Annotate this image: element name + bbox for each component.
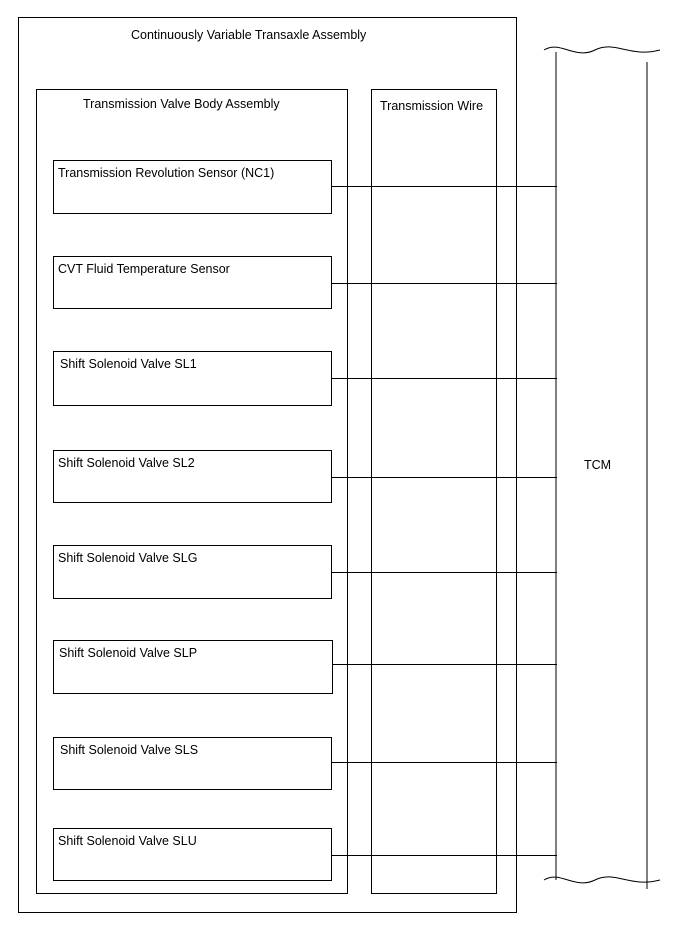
tcm-label: TCM <box>584 458 612 472</box>
component-label: Shift Solenoid Valve SLU <box>58 834 197 848</box>
component-label: CVT Fluid Temperature Sensor <box>58 262 230 276</box>
connection-line <box>332 572 557 573</box>
connection-line <box>332 762 557 763</box>
component-solenoid-slg: Shift Solenoid Valve SLG <box>53 545 332 599</box>
component-label: Shift Solenoid Valve SLG <box>58 551 198 565</box>
component-solenoid-slu: Shift Solenoid Valve SLU <box>53 828 332 881</box>
component-label: Shift Solenoid Valve SL2 <box>58 456 195 470</box>
component-solenoid-sl1: Shift Solenoid Valve SL1 <box>53 351 332 406</box>
component-label: Shift Solenoid Valve SL1 <box>60 357 197 371</box>
component-nc1-sensor: Transmission Revolution Sensor (NC1) <box>53 160 332 214</box>
component-solenoid-sl2: Shift Solenoid Valve SL2 <box>53 450 332 503</box>
component-solenoid-sls: Shift Solenoid Valve SLS <box>53 737 332 790</box>
component-label: Transmission Revolution Sensor (NC1) <box>58 166 275 180</box>
component-fluid-temp-sensor: CVT Fluid Temperature Sensor <box>53 256 332 309</box>
connection-line <box>332 283 557 284</box>
component-label: Shift Solenoid Valve SLP <box>59 646 198 660</box>
cvt-assembly-title: Continuously Variable Transaxle Assembly <box>131 28 367 42</box>
cvt-assembly-box <box>18 17 517 913</box>
connection-line <box>332 664 557 665</box>
connection-line <box>332 477 557 478</box>
connection-line <box>332 186 557 187</box>
component-label: Shift Solenoid Valve SLS <box>60 743 199 757</box>
transmission-wire-title: Transmission Wire <box>380 99 484 113</box>
valve-body-title: Transmission Valve Body Assembly <box>83 97 280 111</box>
valve-body-box <box>36 89 348 894</box>
component-solenoid-slp: Shift Solenoid Valve SLP <box>53 640 333 694</box>
connection-line <box>332 378 557 379</box>
transmission-wire-box <box>371 89 497 894</box>
connection-line <box>332 855 557 856</box>
